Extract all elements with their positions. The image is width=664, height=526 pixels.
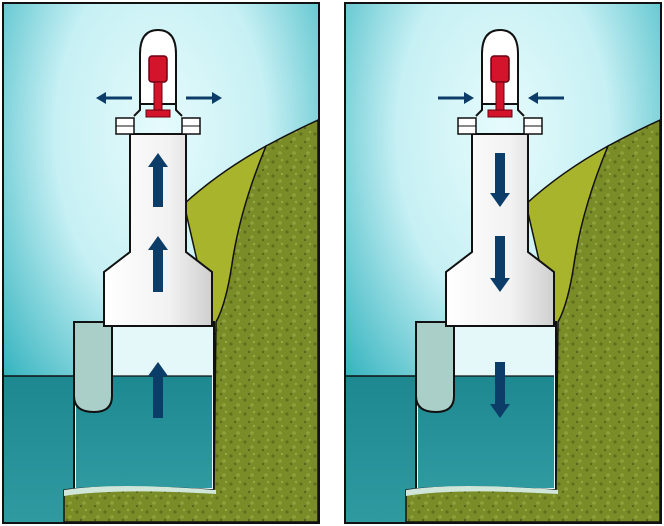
arrow-left-icon <box>528 92 564 104</box>
arrow-down-icon <box>490 153 510 207</box>
arrow-right-icon <box>186 92 222 104</box>
arrow-down-icon <box>490 236 510 292</box>
panel-falling-water <box>344 2 662 524</box>
arrow-up-icon <box>148 153 168 207</box>
arrow-up-icon <box>148 362 168 418</box>
panel-rising-water <box>2 2 320 524</box>
turbine-icon <box>145 55 171 118</box>
air-column <box>445 133 555 327</box>
arrow-right-icon <box>438 92 474 104</box>
front-lip-wall <box>415 321 455 414</box>
arrow-up-icon <box>148 236 168 292</box>
air-column <box>103 133 213 327</box>
turbine-icon <box>487 55 513 118</box>
arrow-down-icon <box>490 362 510 418</box>
front-lip-wall <box>73 321 113 414</box>
arrow-left-icon <box>96 92 132 104</box>
